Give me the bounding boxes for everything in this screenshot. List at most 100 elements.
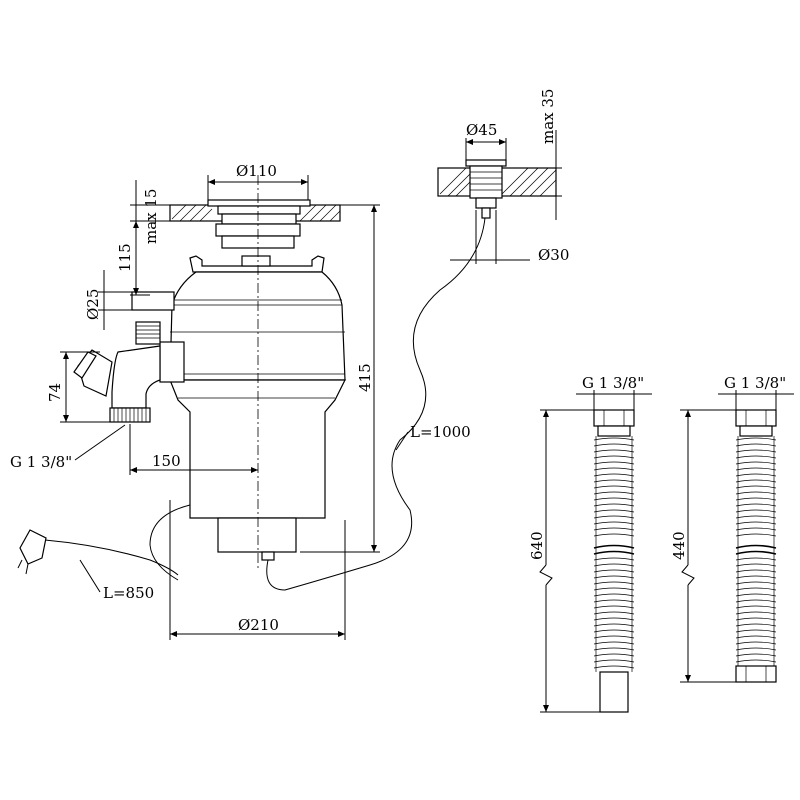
hose-rib xyxy=(593,563,635,567)
hose-rib xyxy=(735,587,777,591)
hose-rib xyxy=(735,557,777,561)
hose-rib xyxy=(593,515,635,519)
label-power-cable: L=850 xyxy=(103,584,154,602)
dishwasher-inlet xyxy=(131,291,175,311)
hose-rib xyxy=(735,461,777,465)
sink-flange xyxy=(207,199,311,207)
hose-rib xyxy=(735,509,777,513)
label-switch-cable: L=1000 xyxy=(410,423,471,441)
label-body-height: 415 xyxy=(356,363,374,392)
countertop-hatch xyxy=(439,167,557,197)
hose-rib xyxy=(593,647,635,651)
hose-rib xyxy=(593,485,635,489)
hose-rib xyxy=(735,485,777,489)
label-switch-max-thickness: max 35 xyxy=(539,89,557,144)
hose-rib xyxy=(735,569,777,573)
hose-rib xyxy=(735,635,777,639)
hose-rib xyxy=(735,653,777,657)
hose-rib xyxy=(593,479,635,483)
air-switch xyxy=(437,159,557,219)
hose-short xyxy=(735,409,777,683)
hose-rib xyxy=(735,593,777,597)
hose-rib xyxy=(735,515,777,519)
label-dishwasher-inlet: Ø25 xyxy=(84,289,102,320)
hose-rib xyxy=(593,659,635,663)
hose-rib xyxy=(735,497,777,501)
hose-rib xyxy=(593,575,635,579)
hose-rib xyxy=(735,581,777,585)
label-drain-thread: G 1 3/8" xyxy=(10,453,72,471)
hose-rib xyxy=(735,527,777,531)
label-hose-long-thread: G 1 3/8" xyxy=(582,374,644,392)
power-plug xyxy=(17,529,47,575)
label-sink-opening: Ø110 xyxy=(236,162,277,180)
power-cable xyxy=(149,504,191,581)
hose-rib xyxy=(593,599,635,603)
bottom-cap xyxy=(217,517,297,553)
dimension-labels: Ø110 max 15 115 Ø25 74 G 1 3/8" 150 415 … xyxy=(10,89,786,634)
dimension-lines xyxy=(60,130,794,713)
hose-rib xyxy=(593,473,635,477)
disposer-unit xyxy=(17,175,486,591)
hose-rib xyxy=(735,521,777,525)
hose-rib xyxy=(593,653,635,657)
hose-rib xyxy=(735,647,777,651)
hose-rib xyxy=(593,527,635,531)
hose-rib xyxy=(593,533,635,537)
label-body-diameter: Ø210 xyxy=(238,616,279,634)
hose-rib xyxy=(735,575,777,579)
hose-rib xyxy=(593,665,635,669)
hose-rib xyxy=(593,437,635,441)
switch-cable xyxy=(266,217,486,591)
hose-rib xyxy=(735,491,777,495)
label-drain-offset: 150 xyxy=(152,452,181,470)
drain-elbow xyxy=(73,321,185,423)
hose-rib xyxy=(593,641,635,645)
hose-rib xyxy=(593,605,635,609)
label-flange-thickness: max 15 xyxy=(142,189,160,244)
hose-rib xyxy=(735,605,777,609)
label-switch-diameter: Ø45 xyxy=(466,121,497,139)
hose-rib xyxy=(593,581,635,585)
hose-rib xyxy=(735,479,777,483)
hose-rib xyxy=(735,437,777,441)
hose-rib xyxy=(593,569,635,573)
hose-long xyxy=(593,409,635,713)
hose-rib xyxy=(735,563,777,567)
hose-rib xyxy=(735,611,777,615)
hose-rib xyxy=(593,617,635,621)
hose-rib xyxy=(593,593,635,597)
hose-rib xyxy=(735,443,777,447)
hose-rib xyxy=(735,659,777,663)
hose-rib xyxy=(735,503,777,507)
hose-rib xyxy=(735,473,777,477)
hose-rib xyxy=(593,497,635,501)
hose-rib xyxy=(593,611,635,615)
label-inlet-height: 115 xyxy=(116,243,134,272)
hose-rib xyxy=(593,635,635,639)
label-switch-hole: Ø30 xyxy=(538,246,569,264)
hose-rib xyxy=(593,443,635,447)
hose-rib xyxy=(735,641,777,645)
hose-rib xyxy=(593,467,635,471)
hose-rib xyxy=(593,557,635,561)
hose-rib xyxy=(593,623,635,627)
sink-plate-hatch xyxy=(171,204,341,222)
hose-rib xyxy=(735,533,777,537)
hose-rib xyxy=(593,461,635,465)
label-hose-long-length: 640 xyxy=(528,531,546,560)
hose-rib xyxy=(735,455,777,459)
hose-rib xyxy=(593,449,635,453)
hose-rib xyxy=(735,467,777,471)
label-hose-short-length: 440 xyxy=(670,531,688,560)
lower-housing xyxy=(169,379,346,519)
hose-rib xyxy=(735,629,777,633)
label-drain-height: 74 xyxy=(46,383,64,402)
upper-housing xyxy=(169,271,346,381)
hose-rib xyxy=(593,629,635,633)
hose-rib xyxy=(735,623,777,627)
hose-rib xyxy=(593,455,635,459)
hose-rib xyxy=(735,449,777,453)
hose-rib xyxy=(593,587,635,591)
